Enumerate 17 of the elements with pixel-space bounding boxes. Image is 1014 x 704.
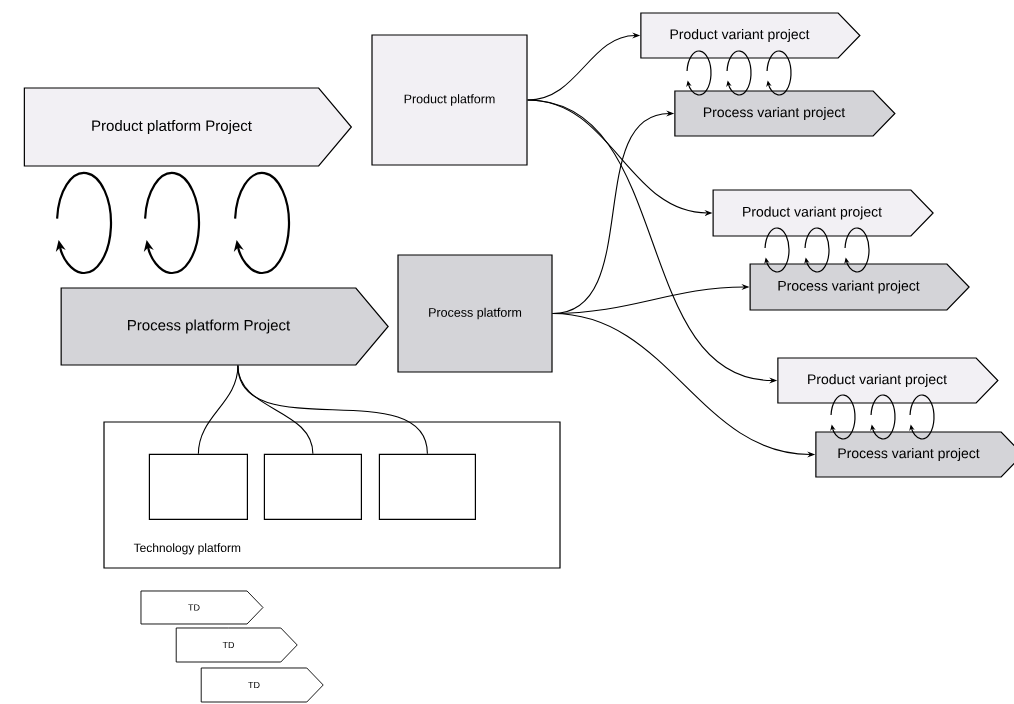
module-box — [263, 453, 362, 520]
connector — [237, 365, 428, 455]
module-box — [378, 453, 476, 520]
project-banner: Product variant project — [640, 12, 861, 59]
td-tag: TD — [175, 627, 298, 663]
project-banner: Process variant project — [815, 431, 1014, 478]
platform-box: Product platform — [371, 34, 528, 166]
td-tag: TD — [140, 590, 264, 625]
project-banner: Process variant project — [749, 263, 970, 311]
project-banner: Product variant project — [712, 189, 934, 237]
td-tag: TD — [200, 667, 324, 703]
platform-box: Process platform — [397, 254, 553, 373]
project-banner: Process platform Project — [60, 287, 389, 366]
project-banner: Product variant project — [777, 357, 999, 404]
project-banner: Product platform Project — [23, 87, 353, 167]
module-box — [148, 453, 248, 520]
project-banner: Process variant project — [674, 90, 896, 137]
